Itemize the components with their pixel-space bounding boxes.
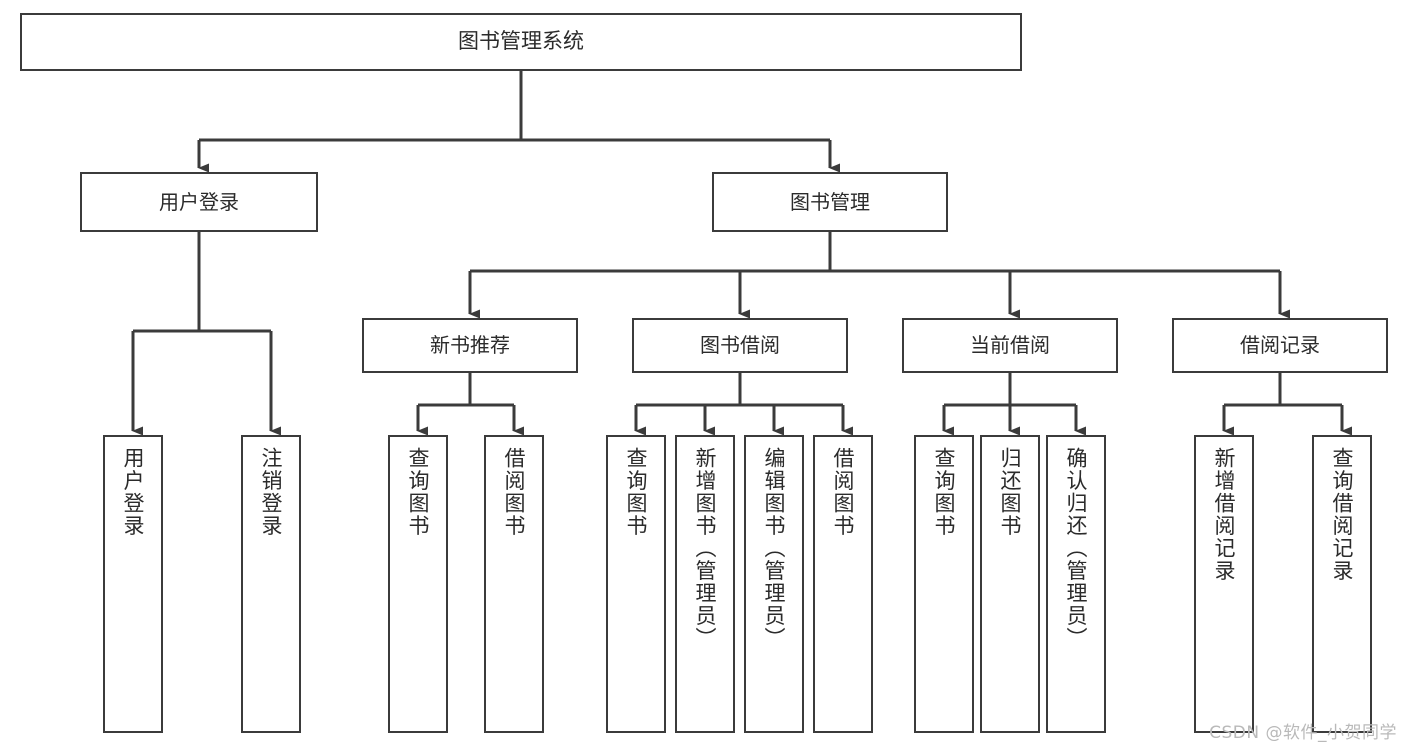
node-leaf-book-borrow-query[interactable]: 查询图书: [606, 435, 666, 733]
node-leaf-new-book-borrow-label: 借阅图书: [502, 447, 527, 537]
node-leaf-book-borrow-borrow[interactable]: 借阅图书: [813, 435, 873, 733]
node-current-borrow[interactable]: 当前借阅: [902, 318, 1118, 373]
node-leaf-current-borrow-confirm[interactable]: 确认归还（管理员）: [1046, 435, 1106, 733]
node-root-system[interactable]: 图书管理系统: [20, 13, 1022, 71]
node-leaf-user-login-login[interactable]: 用户登录: [103, 435, 163, 733]
node-leaf-new-book-borrow[interactable]: 借阅图书: [484, 435, 544, 733]
node-new-book-recommend[interactable]: 新书推荐: [362, 318, 578, 373]
node-leaf-book-borrow-edit[interactable]: 编辑图书（管理员）: [744, 435, 804, 733]
node-leaf-borrow-record-query-label: 查询借阅记录: [1330, 447, 1355, 582]
node-user-login-label: 用户登录: [159, 189, 239, 214]
node-leaf-borrow-record-query[interactable]: 查询借阅记录: [1312, 435, 1372, 733]
node-leaf-book-borrow-edit-label: 编辑图书（管理员）: [762, 447, 787, 650]
node-user-login[interactable]: 用户登录: [80, 172, 318, 232]
node-current-borrow-label: 当前借阅: [970, 333, 1050, 358]
node-leaf-new-book-query[interactable]: 查询图书: [388, 435, 448, 733]
node-leaf-book-borrow-add[interactable]: 新增图书（管理员）: [675, 435, 735, 733]
node-leaf-user-login-logout-label: 注销登录: [259, 447, 284, 537]
node-book-borrow[interactable]: 图书借阅: [632, 318, 848, 373]
node-book-manage-label: 图书管理: [790, 189, 870, 214]
watermark-text: CSDN @软件_小贺同学: [1209, 723, 1397, 743]
node-root-system-label: 图书管理系统: [458, 29, 584, 54]
node-leaf-borrow-record-add-label: 新增借阅记录: [1212, 447, 1237, 582]
node-book-manage[interactable]: 图书管理: [712, 172, 948, 232]
node-book-borrow-label: 图书借阅: [700, 333, 780, 358]
node-leaf-current-borrow-return[interactable]: 归还图书: [980, 435, 1040, 733]
node-leaf-current-borrow-query-label: 查询图书: [932, 447, 957, 537]
node-leaf-book-borrow-borrow-label: 借阅图书: [831, 447, 856, 537]
node-leaf-user-login-logout[interactable]: 注销登录: [241, 435, 301, 733]
node-leaf-user-login-login-label: 用户登录: [121, 447, 146, 537]
node-borrow-record[interactable]: 借阅记录: [1172, 318, 1388, 373]
node-leaf-borrow-record-add[interactable]: 新增借阅记录: [1194, 435, 1254, 733]
node-leaf-new-book-query-label: 查询图书: [406, 447, 431, 537]
node-new-book-recommend-label: 新书推荐: [430, 333, 510, 358]
node-leaf-current-borrow-confirm-label: 确认归还（管理员）: [1064, 447, 1089, 650]
node-leaf-current-borrow-return-label: 归还图书: [998, 447, 1023, 537]
node-leaf-book-borrow-query-label: 查询图书: [624, 447, 649, 537]
node-leaf-book-borrow-add-label: 新增图书（管理员）: [693, 447, 718, 650]
node-leaf-current-borrow-query[interactable]: 查询图书: [914, 435, 974, 733]
node-borrow-record-label: 借阅记录: [1240, 333, 1320, 358]
